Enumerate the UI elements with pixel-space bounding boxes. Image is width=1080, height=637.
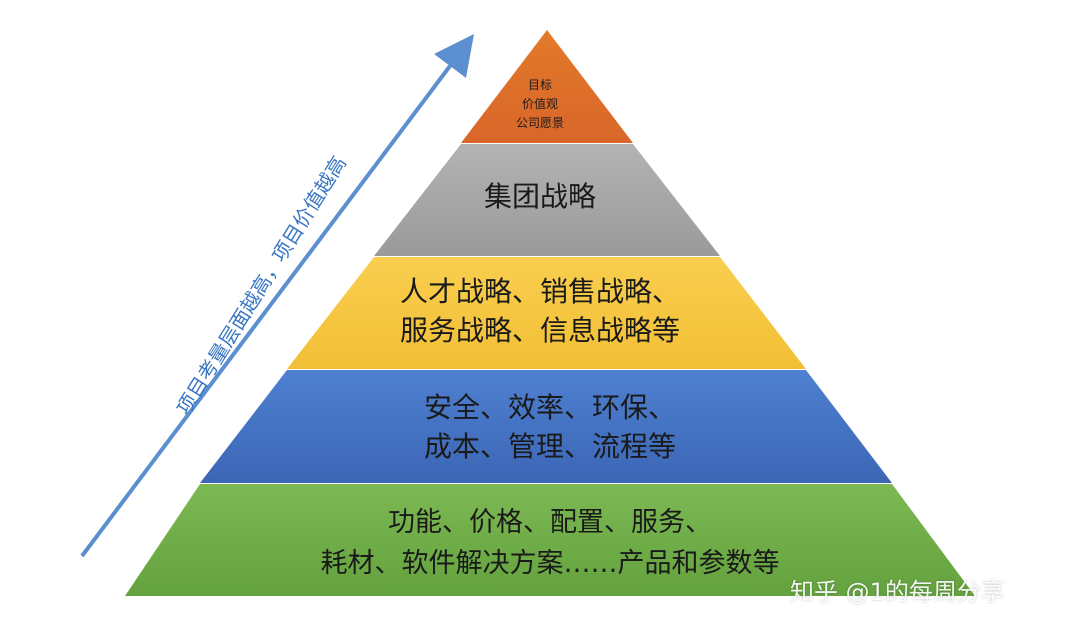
tier-5-line-1: 功能、价格、配置、服务、 bbox=[388, 507, 712, 538]
tier-5-line-2: 耗材、软件解决方案……产品和参数等 bbox=[320, 548, 780, 579]
tier-4-line-1: 安全、效率、环保、 bbox=[423, 391, 676, 424]
tier-3-text: 人才战略、销售战略、 服务战略、信息战略等 bbox=[360, 272, 720, 350]
tier-1-line-3: 公司愿景 bbox=[515, 116, 564, 130]
tier-1-line-2: 价值观 bbox=[521, 97, 558, 111]
tier-4-operations bbox=[200, 370, 892, 483]
tier-2-text: 集团战略 bbox=[440, 177, 640, 217]
tier-1-line-1: 目标 bbox=[527, 78, 552, 92]
tier-2-line-1: 集团战略 bbox=[483, 180, 596, 213]
tier-1-text: 目标 价值观 公司愿景 bbox=[490, 76, 590, 133]
tier-3-functional-strategy bbox=[287, 257, 806, 369]
tier-3-line-1: 人才战略、销售战略、 bbox=[399, 275, 680, 308]
tier-4-text: 安全、效率、环保、 成本、管理、流程等 bbox=[350, 388, 750, 466]
tier-5-product bbox=[125, 484, 975, 596]
tier-3-line-2: 服务战略、信息战略等 bbox=[399, 314, 680, 347]
tier-1-vision bbox=[461, 30, 633, 143]
tier-5-text: 功能、价格、配置、服务、 耗材、软件解决方案……产品和参数等 bbox=[260, 502, 840, 584]
watermark: 知乎 @1的每周分享 bbox=[790, 578, 1005, 606]
tier-2-group-strategy bbox=[374, 144, 720, 256]
value-arrow bbox=[80, 34, 475, 558]
tier-4-line-2: 成本、管理、流程等 bbox=[423, 430, 676, 463]
